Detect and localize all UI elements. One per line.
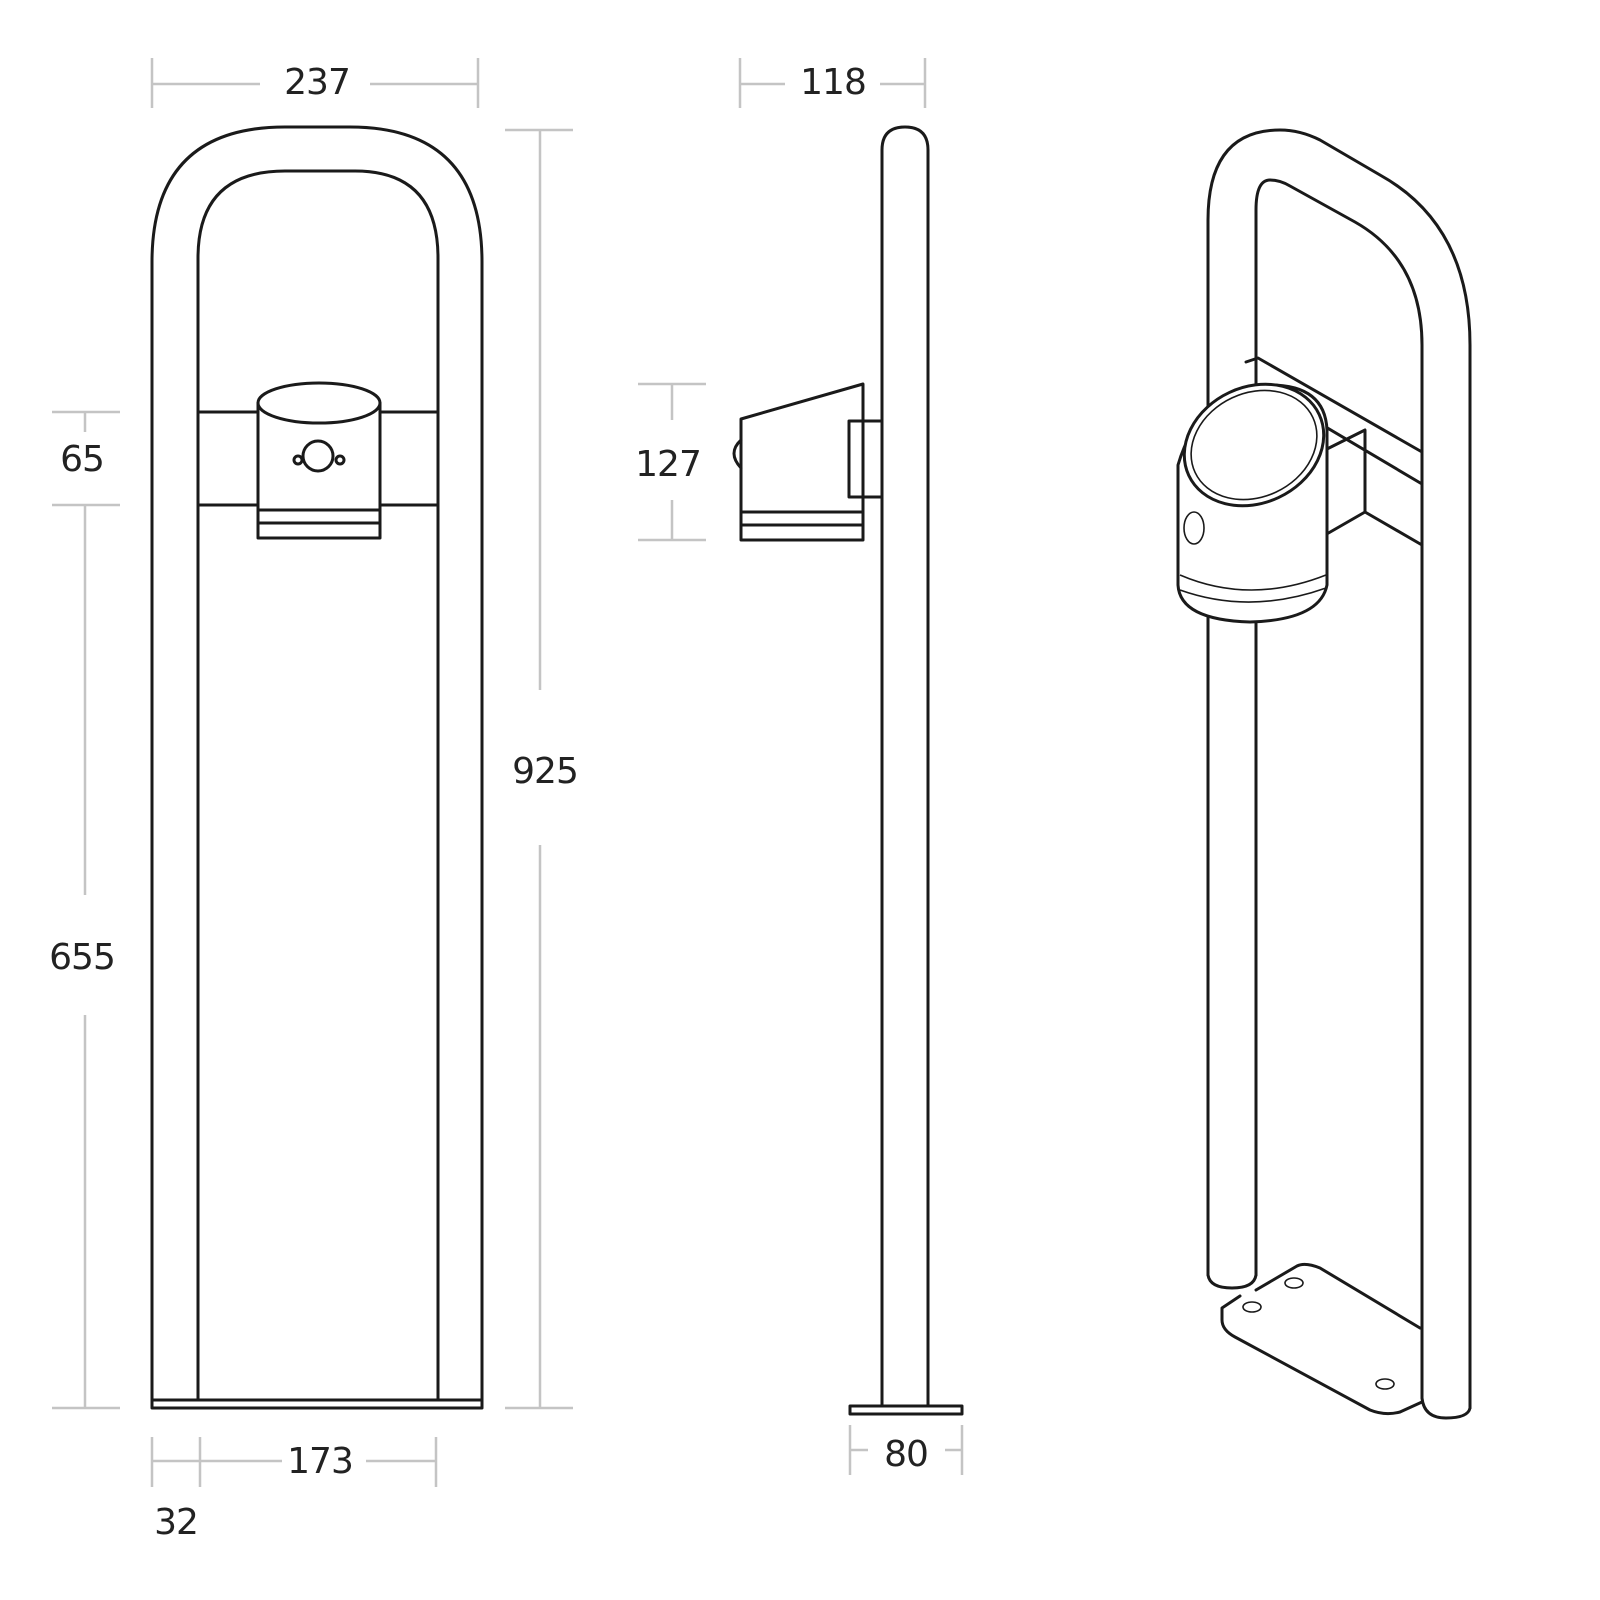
- front-inner-tube: [196, 169, 440, 1402]
- isometric-view: [1176, 128, 1472, 1420]
- dim-side-depth: 118: [800, 62, 866, 103]
- side-lamp-body: [739, 382, 865, 542]
- dim-bracket-height: 65: [60, 439, 104, 480]
- iso-tube-foot: [1206, 1273, 1258, 1290]
- iso-lamp-lens-inner: [1190, 389, 1318, 501]
- side-pole: [880, 125, 930, 1408]
- front-screw-icon: [334, 454, 346, 466]
- iso-bolt-hole-icon: [1242, 1301, 1262, 1313]
- side-base-plate: [848, 1404, 964, 1416]
- dim-total-height: 925: [512, 751, 578, 792]
- dim-base-depth: 80: [884, 1434, 928, 1475]
- iso-sensor-icon: [1183, 511, 1205, 545]
- iso-outer-tube: [1206, 128, 1472, 1410]
- dim-inner-width: 173: [287, 1441, 353, 1482]
- iso-tube-foot: [1420, 1396, 1472, 1420]
- iso-inner-tube: [1254, 178, 1424, 1400]
- front-dimensions: 237 925 65 655 173 32: [49, 58, 579, 1543]
- front-screw-icon: [292, 454, 304, 466]
- iso-bracket: [1244, 356, 1424, 547]
- iso-bolt-hole-icon: [1284, 1277, 1304, 1289]
- dim-tube-diameter: 32: [154, 1502, 198, 1543]
- front-outer-tube: [150, 125, 484, 1402]
- front-view: [150, 125, 484, 1410]
- iso-lamp-ring: [1179, 574, 1327, 603]
- iso-bolt-hole-icon: [1375, 1378, 1395, 1390]
- side-sensor-icon: [732, 438, 743, 470]
- dim-side-bracket-height: 127: [635, 444, 701, 485]
- front-cylinder-top: [256, 381, 382, 425]
- dim-front-width: 237: [284, 62, 350, 103]
- side-view: [732, 125, 964, 1416]
- iso-lamp-lens: [1182, 382, 1326, 508]
- front-base-plate: [150, 1398, 484, 1410]
- front-sensor-icon: [301, 439, 335, 473]
- side-dimensions: 118 127 80: [635, 58, 964, 1475]
- side-mount-block: [847, 419, 884, 499]
- iso-base-plate: [1220, 1262, 1424, 1416]
- dim-bracket-mount-height: 655: [49, 937, 115, 978]
